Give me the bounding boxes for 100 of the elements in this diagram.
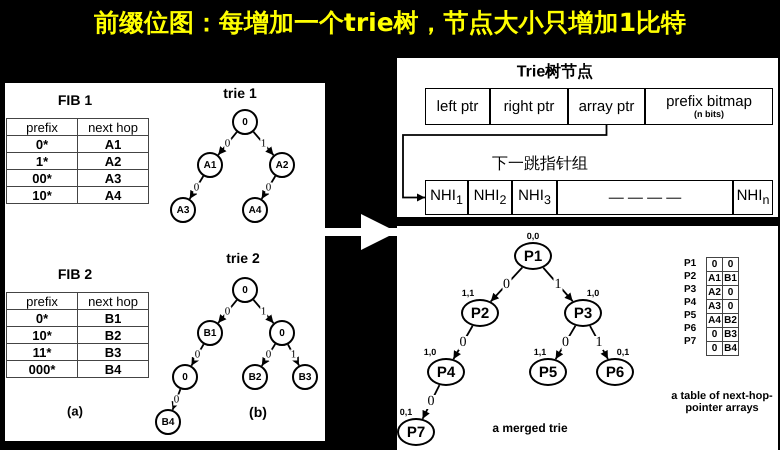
table-title: FIB 1 [58, 92, 92, 108]
node-annotation: 1,1 [534, 347, 546, 357]
node-annotation: 1,1 [462, 288, 474, 298]
arrow [218, 132, 238, 156]
node-label: A4 [248, 204, 262, 216]
trie-node [564, 299, 602, 327]
node-label: B1 [204, 328, 216, 338]
arrow [452, 325, 474, 360]
node-label: A1 [204, 160, 216, 170]
arrow [542, 267, 574, 302]
node-label: A2 [276, 160, 288, 170]
node-label: 0 [182, 372, 188, 382]
title-text: 前缀位图：每增加一个trie树，节点大小只增加1比特 [92, 7, 688, 39]
row-label: P6 [684, 322, 696, 335]
arrow [218, 300, 238, 324]
table-cell: prefix [6, 118, 78, 136]
edge-label: 0 [426, 395, 436, 409]
table-cell: B3 [78, 344, 148, 360]
table-cell: 11* [6, 344, 78, 360]
node-annotation: 0,1 [616, 347, 630, 357]
field-box [425, 88, 490, 125]
figure-caption: a table of next-hop-pointer arrays [670, 390, 774, 414]
node-label: 0 [242, 284, 248, 296]
table-cell: 0* [6, 310, 78, 326]
table-cell: prefix [6, 292, 78, 310]
node-label: NHI$_{2}$ [474, 188, 506, 208]
node-label: 0 [279, 328, 285, 338]
trie-node [155, 409, 181, 435]
trie-node [232, 277, 258, 303]
tree-title: trie 1 [223, 85, 257, 101]
field-box [512, 180, 557, 215]
arrow [402, 125, 608, 202]
node-label: right ptr [504, 98, 554, 114]
row-label: P5 [684, 309, 696, 322]
field-note: (n bits) [694, 110, 724, 120]
table-cell: 1* [6, 152, 78, 170]
table-cell: A4 [706, 314, 722, 328]
field-box [733, 180, 773, 215]
node-label: B3 [298, 372, 312, 382]
field-box [557, 180, 733, 215]
node-annotation: 0,0 [526, 231, 540, 241]
figure-caption: (a) [67, 404, 83, 418]
table-cell: 00* [6, 170, 78, 186]
row-label: P1 [684, 257, 696, 270]
table-cell: 0 [722, 286, 738, 300]
node-label: P7 [406, 424, 426, 440]
node-annotation: 1,0 [424, 347, 436, 357]
arrow [422, 384, 440, 420]
trie-node [172, 364, 198, 390]
table-cell: A1 [706, 272, 722, 286]
row-label: P7 [684, 335, 696, 348]
field-box [468, 180, 512, 215]
table-cell: A3 [706, 300, 722, 314]
table-title: FIB 2 [58, 266, 92, 282]
trie-node [170, 197, 196, 223]
node-label: P5 [538, 364, 558, 380]
table-cell: 0 [706, 258, 722, 272]
table-cell: A3 [78, 170, 148, 186]
figure-caption: a merged trie [492, 421, 568, 435]
node-label: B4 [162, 416, 174, 428]
table-cell: next hop [78, 292, 148, 310]
table-cell: 0 [722, 258, 738, 272]
field-box [490, 88, 568, 125]
trie-node [269, 152, 295, 178]
table-cell: A2 [706, 286, 722, 300]
node-annotation: 1,0 [586, 288, 600, 298]
node-label: NHI$_{3}$ [518, 188, 551, 208]
table-cell: 000* [6, 360, 78, 378]
node-label: 0 [242, 116, 248, 128]
table-cell: B2 [722, 314, 738, 328]
node-label: NHI$_{1}$ [430, 188, 463, 208]
table-cell: B1 [78, 310, 148, 326]
edge-label: 1 [594, 336, 604, 350]
node-label: A3 [176, 204, 190, 216]
trie-node [232, 109, 258, 135]
node-label: array ptr [578, 98, 634, 114]
node-label: P1 [524, 248, 542, 264]
table-cell: B3 [722, 328, 738, 342]
trie-node [514, 242, 552, 270]
node-label: P6 [606, 364, 624, 380]
table-cell: A4 [78, 186, 148, 204]
table-cell: B4 [78, 360, 148, 378]
node-annotation: 0,1 [400, 407, 412, 417]
table-cell: B4 [722, 342, 738, 356]
field-box [425, 180, 468, 215]
trie-node [197, 320, 223, 346]
node-label: P4 [436, 364, 456, 380]
table-cell: A1 [78, 136, 148, 152]
panel-background [5, 83, 325, 441]
node-label: — — — — [608, 190, 682, 206]
trie-node [427, 358, 465, 386]
panel-background [397, 58, 778, 217]
table-cell: B2 [78, 326, 148, 344]
table-cell: next hop [78, 118, 148, 136]
trie-node [596, 358, 634, 386]
trie-node [242, 364, 268, 390]
table-cell: 0 [706, 328, 722, 342]
trie-node [292, 364, 318, 390]
arrow [490, 266, 523, 302]
table-cell: 10* [6, 186, 78, 204]
